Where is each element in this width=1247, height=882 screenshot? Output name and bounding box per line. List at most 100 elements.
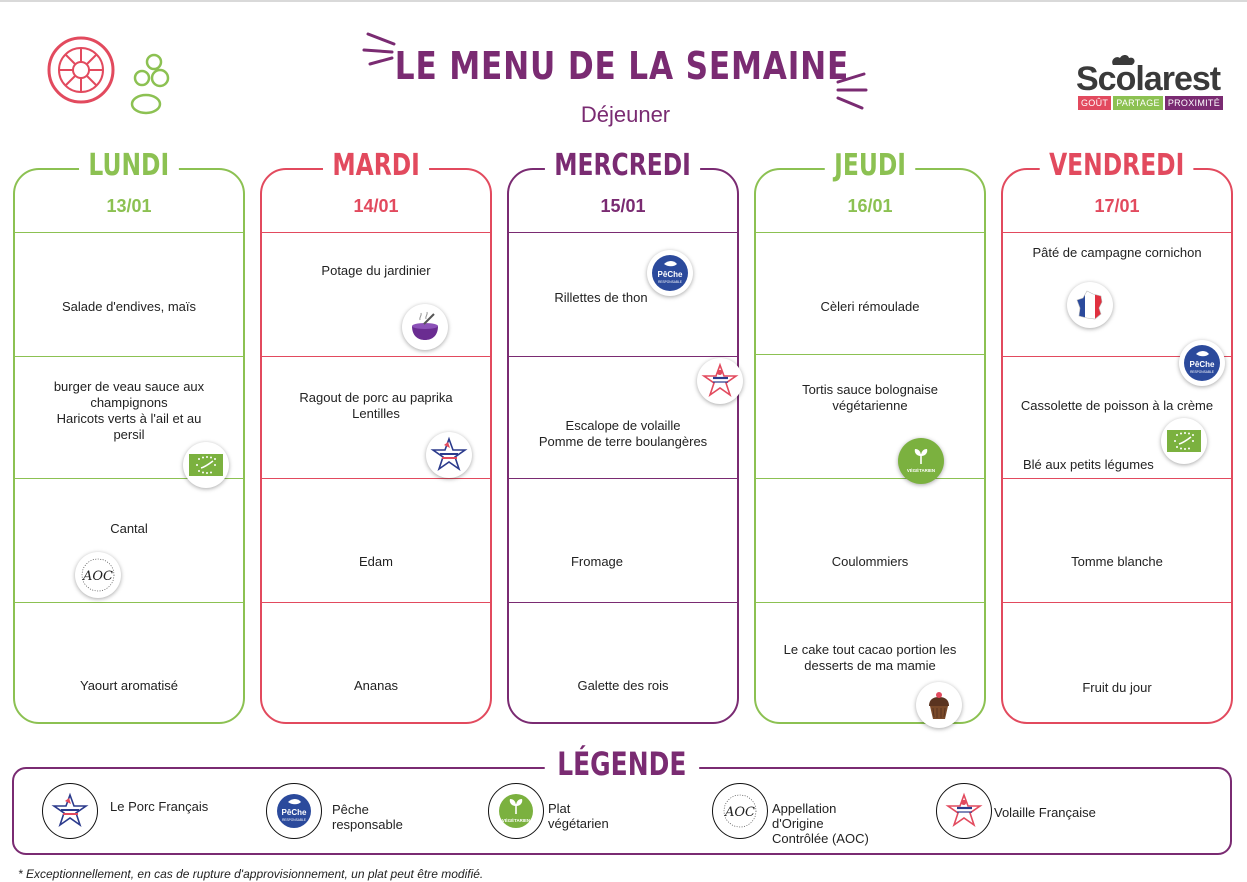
dish-starter: Salade d'endives, maïs [61,299,196,314]
day-name: MERCREDI [545,148,701,183]
brand-tags: GOÛT PARTAGE PROXIMITÉ [1078,96,1224,110]
dish-cheese: Edam [359,554,393,569]
bio-badge [1161,418,1207,464]
volaille-francaise-icon [701,362,739,398]
row-divider [262,478,490,479]
peche-text: PêChe [282,808,307,817]
row-divider [15,478,243,479]
dish-dessert: Galette des rois [577,678,669,693]
dish-cheese: Tomme blanche [1071,554,1163,569]
row-divider [262,356,490,357]
row-divider [756,602,984,603]
dish-starter: Pâté de campagne cornichon [1032,245,1202,260]
dish-dessert: Fruit du jour [1082,680,1152,695]
volaille-francaise-icon [945,792,983,828]
page-title: LE MENU DE LA SEMAINE [394,44,850,88]
dish-main: Tortis sauce bolognaise végétarienne [802,382,938,413]
row-divider [15,602,243,603]
dish-starter: Cèleri rémoulade [820,299,920,314]
brand-tag: PARTAGE [1113,96,1163,110]
title-rays-right [836,72,868,110]
row-divider [1003,602,1231,603]
row-divider [1003,232,1231,233]
brand-name: Scolarest [1076,60,1221,98]
aoc-text: AOC [82,569,113,584]
legend-panel: LÉGENDE Le Porc Français PêChe RESPONSAB… [12,745,1232,855]
vegetarien-text: VÉGÉTARIEN [502,818,530,823]
peche-responsable-icon: PêChe RESPONSABLE [277,794,311,828]
peche-sub-text: RESPONSABLE [1190,370,1214,374]
row-divider [262,602,490,603]
day-name: VENDREDI [1040,148,1194,183]
row-divider [15,356,243,357]
aoc-badge: AOC [75,552,121,598]
day-date: 13/01 [106,196,152,216]
brand-tag: PROXIMITÉ [1164,96,1224,110]
peche-sub-text: RESPONSABLE [658,280,682,284]
row-divider [15,232,243,233]
bio-icon [189,454,223,476]
legend-label: Appellation d'Origine Contrôlée (AOC) [772,801,869,846]
day-date: 17/01 [1094,196,1140,216]
aoc-text: AOC [724,805,755,820]
day-name: JEUDI [824,148,916,183]
origine-france-badge [1067,282,1113,328]
day-column-vendredi: VENDREDI 17/01 Pâté de campagne cornicho… [1001,148,1233,724]
dish-dessert: Le cake tout cacao portion les desserts … [783,642,957,673]
footnote: * Exceptionnellement, en cas de rupture … [18,867,484,881]
legend-label: Le Porc Français [110,799,209,814]
dish-main: Ragout de porc au paprika Lentilles [299,390,453,421]
page-subtitle: Déjeuner [580,102,671,127]
day-column-jeudi: JEUDI 16/01 Cèleri rémoulade Tortis sauc… [754,148,986,728]
row-divider [509,602,737,603]
day-date: 15/01 [600,196,646,216]
peche-text: PêChe [658,270,683,279]
peche-responsable-icon: PêChe RESPONSABLE [652,255,688,291]
row-divider [756,478,984,479]
soup-badge [402,304,448,350]
brand-tag: GOÛT [1078,96,1112,110]
row-divider [756,232,984,233]
peche-responsable-badge: PêChe RESPONSABLE [647,250,693,296]
dish-main: Cassolette de poisson à la crème [1020,398,1214,413]
legend-label: Pêche responsable [332,802,403,832]
legend-label: Volaille Française [994,805,1096,820]
row-divider [509,478,737,479]
bio-badge [183,442,229,488]
peche-sub-text: RESPONSABLE [282,818,306,822]
aoc-icon: AOC [723,794,757,828]
top-rule [0,0,1247,2]
legend-label: Plat végétarien [548,801,609,831]
title-rays-left [362,32,396,66]
porc-francais-badge [426,432,472,478]
legend-icon-circle: VÉGÉTARIEN [488,783,544,839]
soup-bowl-icon [412,311,438,340]
france-map-icon [1076,290,1103,320]
scolarest-logo: Scolarest GOÛT PARTAGE PROXIMITÉ [1076,54,1226,114]
legend-icon-circle: AOC [712,783,768,839]
dish-dessert: Ananas [353,678,399,693]
legend-icon-circle [936,783,992,839]
row-divider [509,356,737,357]
legend-icon-circle [42,783,98,839]
tomato-peas-illustration [47,36,170,115]
dish-cheese: Fromage [570,554,624,569]
volaille-francaise-badge [697,358,743,404]
peche-responsable-badge: PêChe RESPONSABLE [1179,340,1225,386]
row-divider [1003,356,1231,357]
vegetarien-icon: VÉGÉTARIEN [499,794,533,828]
chef-hat-icon [1112,55,1135,65]
vegetarien-icon: VÉGÉTARIEN [907,449,935,473]
porc-francais-icon [51,792,89,828]
cupcake-icon [929,692,949,719]
day-column-mercredi: MERCREDI 15/01 Rillettes de thon PêChe R… [507,148,743,724]
dish-starter: Rillettes de thon [554,290,648,305]
row-divider [756,354,984,355]
dish-dessert: Yaourt aromatisé [79,678,179,693]
bio-icon [1167,430,1201,452]
dish-main: Escalope de volaille Pomme de terre boul… [538,418,708,449]
day-column-mardi: MARDI 14/01 Potage du jardinier Ragout d… [260,148,492,724]
dish-main: burger de veau sauce aux champignons Har… [53,379,205,442]
aoc-icon: AOC [81,558,115,592]
dish-side: Blé aux petits légumes [1023,457,1154,472]
